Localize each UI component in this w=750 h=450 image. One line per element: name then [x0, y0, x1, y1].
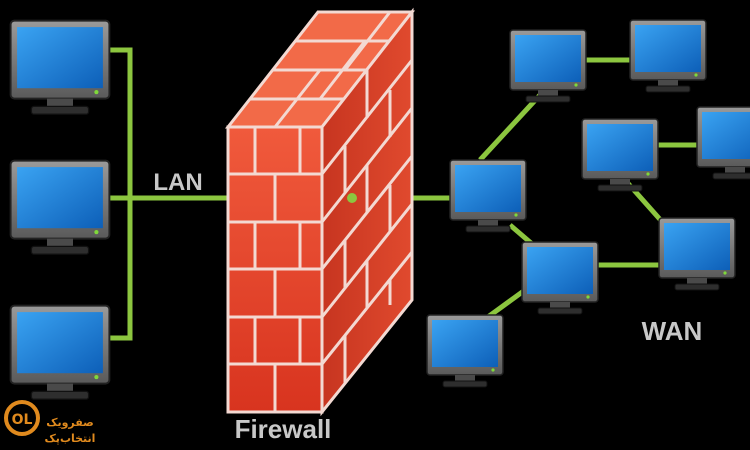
lan-links [105, 47, 230, 341]
firewall-label: Firewall [235, 414, 332, 444]
lan-label: LAN [153, 169, 202, 196]
wan-label: WAN [642, 316, 703, 346]
logo-line1: صفرویک [46, 416, 94, 429]
firewall-wall [224, 7, 416, 417]
brand-logo: OL صفرویک انتخاب‌پک [4, 400, 96, 445]
firewall-port-dot [347, 193, 357, 203]
logo-line2: انتخاب‌پک [45, 432, 96, 445]
svg-text:OL: OL [12, 412, 33, 428]
